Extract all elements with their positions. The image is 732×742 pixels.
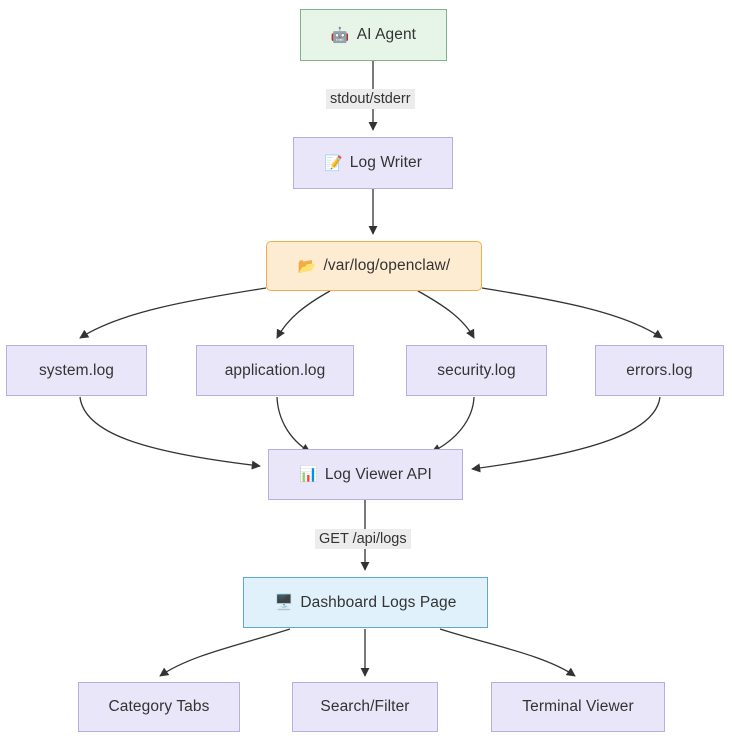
edge-label-stdout-stderr: stdout/stderr [326, 89, 415, 109]
node-label-errors-log: errors.log [626, 361, 693, 379]
node-ai-agent[interactable]: 🤖 AI Agent [300, 9, 447, 61]
edge-logdir-to-applog [276, 290, 331, 339]
edge-dashboard-to-tabs [159, 628, 291, 677]
node-log-directory[interactable]: 📂 /var/log/openclaw/ [266, 241, 482, 291]
node-system-log[interactable]: system.log [6, 345, 147, 396]
node-label-category-tabs: Category Tabs [108, 698, 210, 715]
node-search-filter[interactable]: Search/Filter [292, 682, 438, 732]
edge-applog-to-api [276, 396, 311, 453]
node-log-writer[interactable]: 📝 Log Writer [293, 137, 453, 189]
node-label-search-filter: Search/Filter [320, 698, 410, 715]
desktop-emoji: 🖥️ [274, 594, 294, 611]
node-label-ai-agent: AI Agent [356, 26, 417, 43]
node-errors-log[interactable]: errors.log [595, 345, 724, 396]
node-application-log[interactable]: application.log [196, 345, 354, 396]
node-log-viewer-api[interactable]: 📊 Log Viewer API [268, 449, 463, 500]
node-label-log-directory: /var/log/openclaw/ [323, 257, 451, 274]
node-security-log[interactable]: security.log [406, 345, 547, 396]
node-dashboard-logs-page[interactable]: 🖥️ Dashboard Logs Page [243, 577, 488, 628]
robot-emoji: 🤖 [330, 26, 350, 44]
memo-emoji: 📝 [324, 154, 343, 172]
edge-dashboard-to-terminal [439, 628, 576, 677]
node-label-security-log: security.log [437, 361, 516, 379]
node-terminal-viewer[interactable]: Terminal Viewer [491, 682, 665, 732]
node-label-log-writer: Log Writer [349, 154, 422, 171]
node-label-dashboard-logs-page: Dashboard Logs Page [300, 593, 457, 611]
edge-seclog-to-api [431, 396, 475, 453]
edge-logdir-to-errlog [481, 287, 663, 339]
edge-errlog-to-api [471, 396, 661, 473]
edge-logdir-to-systemlog [79, 287, 267, 339]
folder-emoji: 📂 [297, 257, 317, 275]
edge-logdir-to-seclog [417, 290, 475, 339]
node-label-terminal-viewer: Terminal Viewer [522, 698, 634, 715]
node-label-log-viewer-api: Log Viewer API [324, 465, 432, 483]
bar-chart-emoji: 📊 [299, 466, 318, 483]
node-label-application-log: application.log [224, 361, 326, 379]
edge-systemlog-to-api [79, 396, 261, 470]
node-label-system-log: system.log [38, 361, 115, 379]
edge-label-get-api-logs: GET /api/logs [315, 529, 411, 549]
node-category-tabs[interactable]: Category Tabs [78, 682, 240, 732]
